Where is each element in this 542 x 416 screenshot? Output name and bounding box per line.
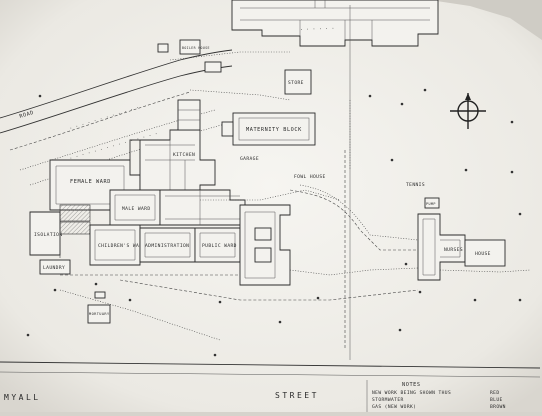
street-label: STREET: [275, 391, 319, 400]
notes-line-1: NEW WORK BEING SHOWN THUS: [372, 390, 451, 396]
childrens-ward-label: CHILDREN'S WARD: [98, 243, 146, 249]
pump: [424, 197, 440, 209]
female-ward-label: FEMALE WARD: [70, 179, 111, 185]
north-arrow-icon: [450, 93, 486, 129]
nurses-home-group: NURSES HOME HOUSE PUMP: [417, 197, 506, 281]
public-ward-label: PUBLIC WARD: [202, 243, 237, 249]
fowl-house-label: FOWL HOUSE: [294, 174, 326, 180]
isolation-label: ISOLATION: [34, 232, 63, 238]
boiler-house-label: BOILER HOUSE: [182, 46, 210, 50]
myall-label: MYALL: [4, 393, 41, 402]
maternity-block-group: MATERNITY BLOCK: [221, 112, 316, 146]
spot-levels: [26, 88, 522, 357]
page-shadow: [430, 0, 542, 40]
street-edge: MYALL STREET: [0, 361, 541, 402]
store-building: [284, 69, 312, 95]
mortuary-label: MORTUARY: [89, 312, 110, 316]
notes-key-2: BLUE: [490, 397, 503, 403]
main-hospital-cluster: FEMALE WARD KITCHEN ISOLATION MALE WARD …: [29, 99, 341, 286]
laundry: [39, 259, 71, 275]
administration-label: ADMINISTRATION: [145, 243, 189, 249]
pump-label: PUMP: [426, 202, 436, 206]
notes-title: NOTES: [402, 382, 421, 388]
childrens-ward: [89, 224, 141, 266]
small-buildings-top: BOILER HOUSE STORE: [157, 39, 312, 95]
east-wing: [239, 204, 291, 286]
mortuary: [87, 304, 111, 324]
laundry-label: LAUNDRY: [43, 265, 65, 271]
notes-key-1: RED: [490, 390, 500, 396]
tennis-label: TENNIS: [406, 182, 425, 188]
notes-line-3: GAS (NEW WORK): [372, 404, 416, 410]
misc-labels: GARAGE FOWL HOUSE TENNIS: [240, 156, 425, 188]
notes-key-3: BROWN: [490, 404, 506, 410]
kitchen-label: KITCHEN: [173, 152, 195, 158]
road-label: ROAD: [19, 110, 35, 120]
left-outbuildings: LAUNDRY MORTUARY: [39, 259, 111, 324]
garage-label: GARAGE: [240, 156, 259, 162]
store-label: STORE: [288, 80, 304, 86]
service-lines: [59, 5, 531, 360]
boiler-house: [179, 39, 201, 55]
male-ward-label: MALE WARD: [122, 206, 151, 212]
top-building-group: · · · · · ·: [231, 0, 439, 47]
notes-legend: NOTES NEW WORK BEING SHOWN THUS STORMWAT…: [366, 380, 506, 412]
maternity-block: [232, 112, 316, 146]
small-shed-1: [157, 43, 169, 53]
maternity-block-label: MATERNITY BLOCK: [246, 127, 302, 133]
nurses-home-label: NURSES HOME: [444, 247, 479, 253]
house: [464, 239, 506, 267]
top-building-label: · · · · · ·: [300, 27, 335, 33]
small-shed-2: [204, 61, 222, 73]
house-label: HOUSE: [475, 251, 491, 257]
notes-line-2: STORMWATER: [372, 397, 404, 403]
